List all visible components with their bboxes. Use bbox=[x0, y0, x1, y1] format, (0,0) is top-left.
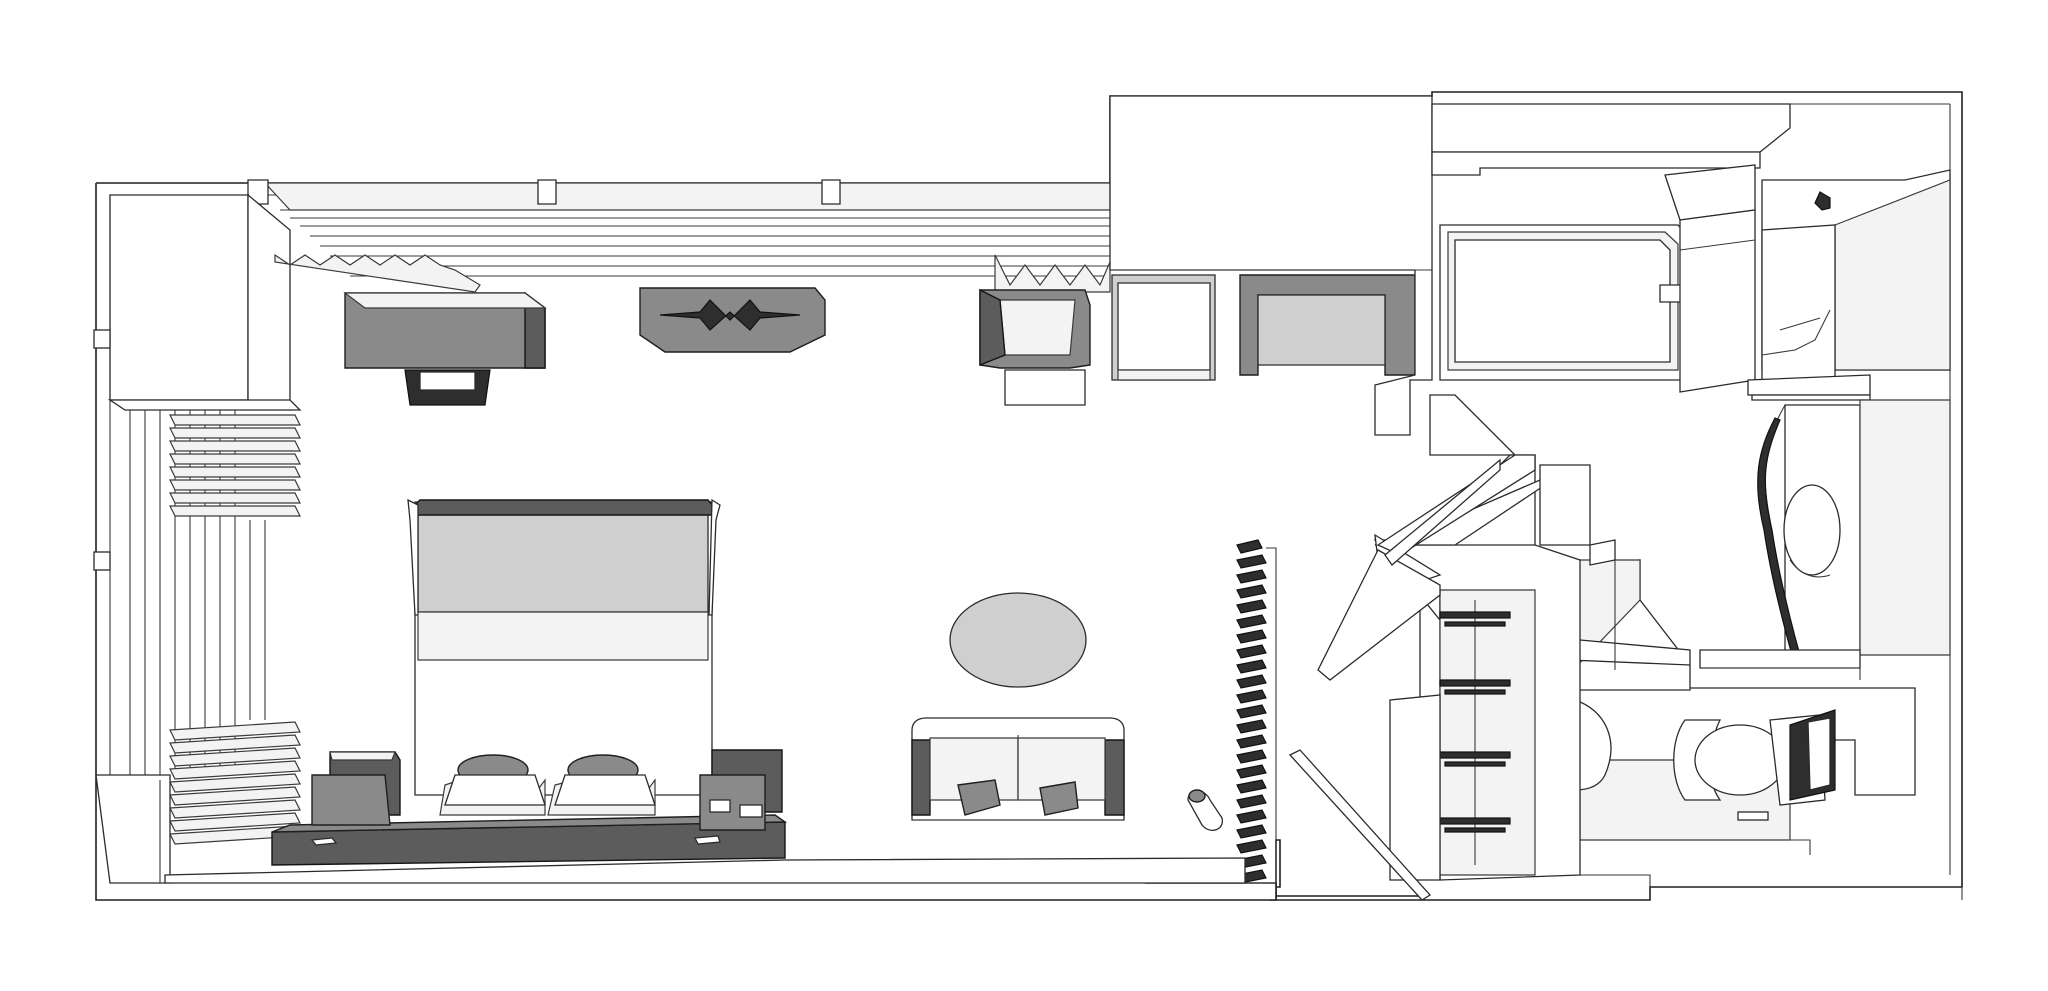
sofa bbox=[911, 717, 1125, 821]
drape-bottom bbox=[169, 721, 301, 845]
nightstand-right bbox=[699, 749, 783, 831]
closet-hangers bbox=[1439, 611, 1511, 833]
floor-ledge bbox=[164, 857, 1246, 884]
dividing-wall bbox=[1109, 95, 1433, 436]
left-window-wall bbox=[93, 193, 302, 884]
desk-left bbox=[343, 291, 547, 406]
wardrobe-cabinet bbox=[1239, 274, 1416, 376]
sink-basin bbox=[1783, 484, 1841, 576]
toilet bbox=[1569, 687, 1916, 855]
shower-stall bbox=[1747, 169, 1951, 401]
valance-left bbox=[274, 253, 481, 293]
valance-right bbox=[994, 254, 1111, 293]
minibar-cabinet bbox=[1111, 274, 1216, 381]
coffee-table bbox=[949, 592, 1087, 688]
nightstand-left bbox=[311, 751, 401, 826]
bed-throw bbox=[417, 504, 709, 613]
bathroom-vanity bbox=[1699, 399, 1951, 680]
headboard-bench bbox=[271, 814, 788, 866]
bed-pillows bbox=[439, 754, 656, 816]
floor-speaker bbox=[1187, 789, 1223, 831]
floor-drain bbox=[1737, 811, 1769, 821]
bath-partition bbox=[1568, 559, 1691, 791]
room-divider bbox=[1236, 539, 1277, 884]
closet bbox=[1373, 394, 1581, 881]
bed bbox=[407, 498, 721, 816]
tv-console bbox=[639, 287, 826, 353]
closet-door bbox=[1288, 479, 1547, 901]
entry-doors bbox=[1376, 454, 1616, 670]
drape-top bbox=[169, 414, 301, 517]
side-chair bbox=[979, 288, 1091, 406]
bathtub bbox=[1431, 103, 1791, 393]
